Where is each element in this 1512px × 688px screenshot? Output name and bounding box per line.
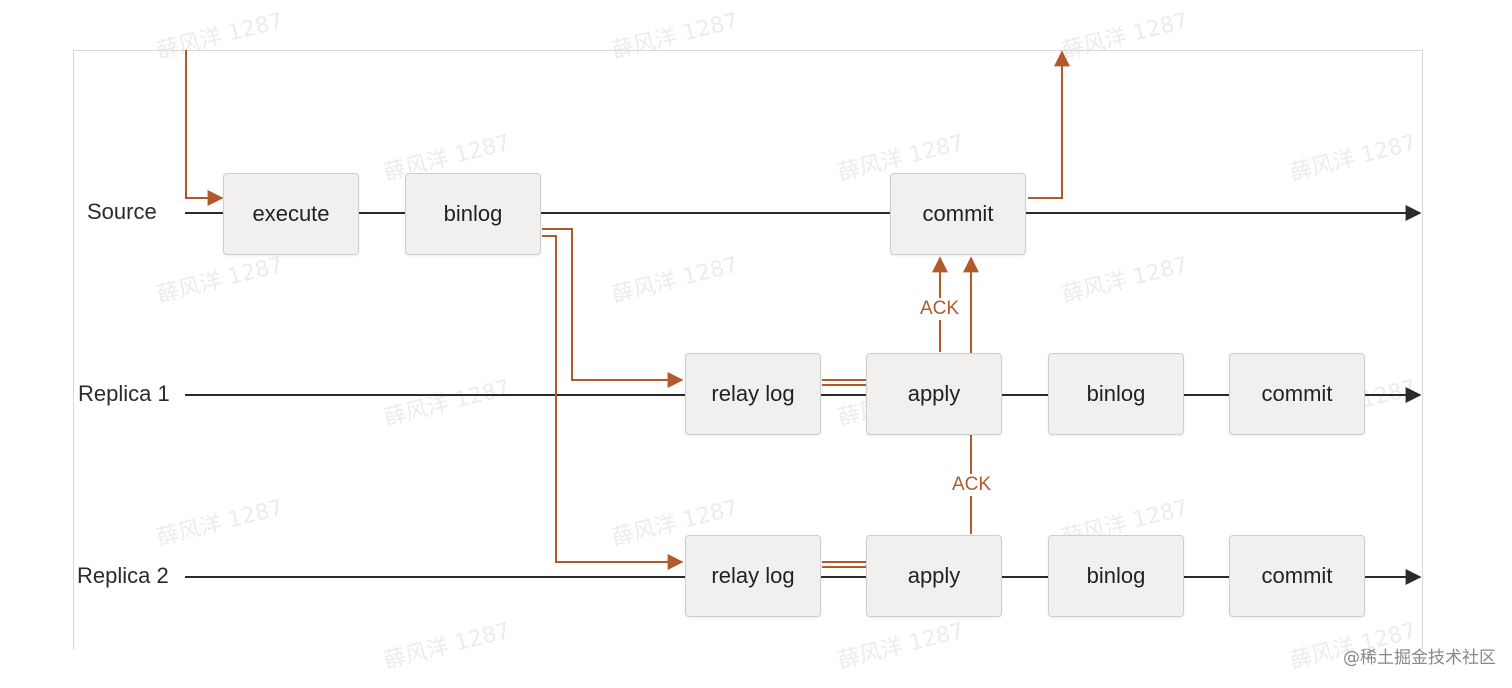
client-response-arrow bbox=[1028, 50, 1070, 199]
lane-label-replica2: Replica 2 bbox=[77, 563, 169, 588]
r2-apply-box: apply bbox=[866, 535, 1002, 617]
lane-label-source: Source bbox=[87, 199, 157, 224]
r2-binlog-box: binlog bbox=[1048, 535, 1184, 617]
diagram-frame bbox=[73, 50, 1423, 650]
lane-label-replica1: Replica 1 bbox=[78, 381, 170, 406]
r1-commit-box: commit bbox=[1229, 353, 1365, 435]
r1-binlog-box: binlog bbox=[1048, 353, 1184, 435]
r1-relay-log-box: relay log bbox=[685, 353, 821, 435]
source-commit-box: commit bbox=[890, 173, 1026, 255]
source-execute-box: execute bbox=[223, 173, 359, 255]
binlog-to-r2-relay-arrow bbox=[542, 235, 684, 570]
r2-relay-log-box: relay log bbox=[685, 535, 821, 617]
r1-apply-box: apply bbox=[866, 353, 1002, 435]
binlog-to-r1-relay-arrow bbox=[542, 228, 684, 388]
incoming-request-arrow bbox=[185, 50, 224, 206]
r1-ack-label: ACK bbox=[918, 298, 962, 320]
r2-commit-box: commit bbox=[1229, 535, 1365, 617]
site-credit: @稀土掘金技术社区 bbox=[1343, 648, 1496, 668]
r2-ack-label: ACK bbox=[950, 474, 994, 496]
source-binlog-box: binlog bbox=[405, 173, 541, 255]
